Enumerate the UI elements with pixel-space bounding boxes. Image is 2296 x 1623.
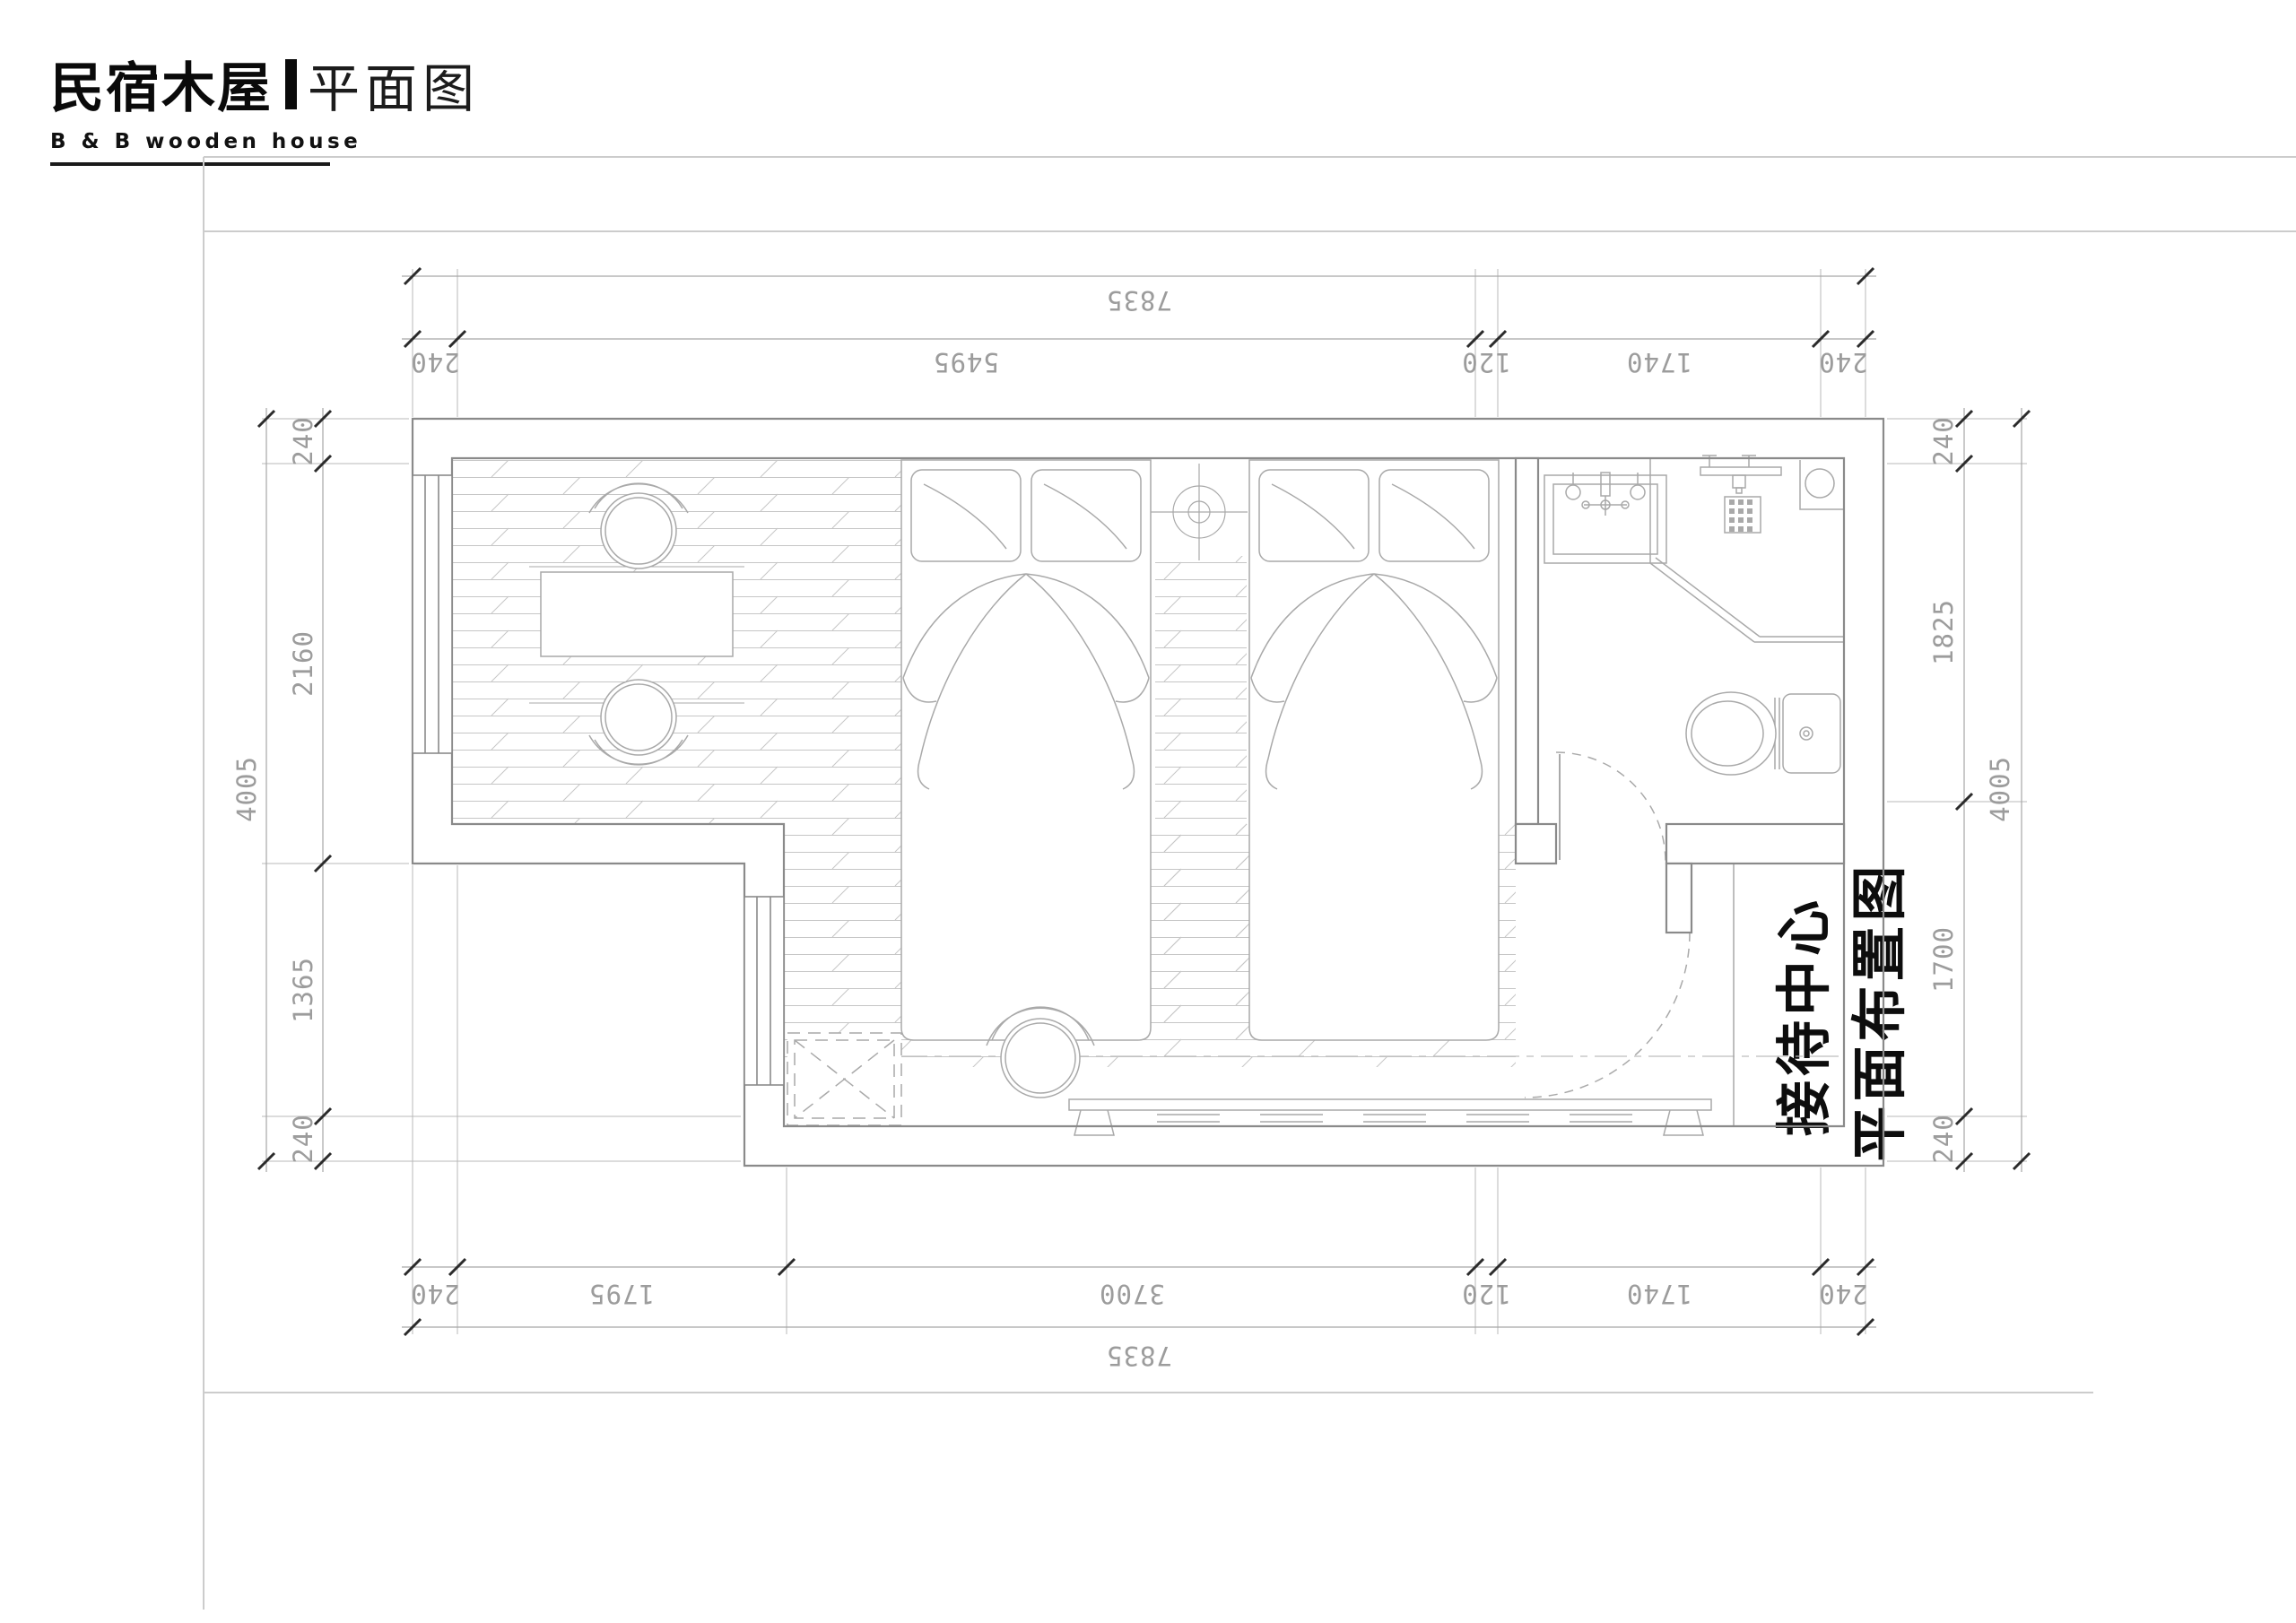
dim-left-240b: 240: [288, 1114, 318, 1163]
page-tagline: B & B wooden house: [50, 130, 362, 153]
reception-desk: [1068, 1098, 1712, 1136]
dim-right-240a: 240: [1928, 416, 1959, 465]
pillow-right: [1031, 469, 1142, 562]
dim-left-2160: 2160: [288, 630, 318, 697]
deck-chair-south: [588, 679, 689, 766]
bed: [900, 459, 1152, 1041]
dim-bottom-1795: 1795: [588, 1279, 655, 1309]
title-underline: [50, 162, 330, 166]
wall-outer-outline: [411, 417, 1885, 1167]
dim-bottom-240b: 240: [1818, 1279, 1867, 1309]
dim-top-overall: 7835: [1106, 285, 1172, 316]
bathroom-left-wall: [1514, 456, 1540, 826]
window-west-reception: [744, 896, 785, 1086]
dim-bottom-overall: 7835: [1106, 1341, 1172, 1371]
pillow-left: [910, 469, 1022, 562]
bathroom-door: [1555, 751, 1666, 863]
window-west-deck: [412, 474, 453, 754]
shower-fixture: [1700, 455, 1782, 494]
dim-bottom-1740: 1740: [1626, 1279, 1692, 1309]
shower-partition: [1649, 458, 1844, 643]
dim-bottom-120: 120: [1461, 1279, 1510, 1309]
toilet: [1685, 691, 1841, 776]
entry-wall-pier: [1665, 862, 1693, 934]
dim-top-240b: 240: [1818, 347, 1867, 378]
wall-inner-outline: [450, 456, 1846, 1128]
pillow-left-crease: [923, 483, 1007, 550]
dim-left-overall: 4005: [231, 756, 262, 822]
dim-right-1825: 1825: [1928, 599, 1959, 665]
dim-top-240a: 240: [410, 347, 459, 378]
page-subtitle: 平面图: [308, 57, 481, 119]
blanket: [902, 573, 1150, 790]
dim-right-240b: 240: [1928, 1114, 1959, 1163]
bathroom-doorjamb-left: [1514, 822, 1558, 865]
dim-top-120: 120: [1461, 347, 1510, 378]
dim-top-5495: 5495: [933, 347, 999, 378]
bathroom-south-wall: [1665, 822, 1846, 865]
dimension-lines: [265, 275, 2022, 1328]
title-block: 民宿木屋 平面图 B & B wooden house: [50, 45, 480, 166]
dim-bottom-240a: 240: [410, 1279, 459, 1309]
bed-2: [1248, 459, 1500, 1041]
deck-chair-north: [588, 482, 689, 569]
corner-shelf: [1799, 460, 1844, 510]
dimensions-layer: 7835 240 5495 120 1740 240 240 1795 3700…: [231, 266, 2031, 1371]
dim-top-1740: 1740: [1626, 347, 1692, 378]
dimension-ticks: [257, 266, 2031, 1337]
page-title: 民宿木屋: [50, 57, 273, 120]
reception-chair: [986, 1006, 1095, 1098]
dim-right-1700: 1700: [1928, 926, 1959, 993]
windows-layer: [412, 474, 785, 1086]
walls-layer: [411, 417, 1885, 1167]
bathroom-vanity: [1544, 472, 1667, 564]
reception-x-table: [787, 1032, 902, 1126]
title-divider-bar: [285, 58, 297, 109]
dim-left-240a: 240: [288, 416, 318, 465]
crosshair-symbol: [1151, 464, 1248, 560]
shower-drain: [1724, 496, 1761, 534]
dim-right-overall: 4005: [1985, 756, 2015, 822]
dim-left-1365: 1365: [288, 957, 318, 1023]
entry-door-swing: [1524, 932, 1691, 1098]
extension-lines: [262, 269, 2027, 1334]
pillow-right-crease: [1043, 483, 1127, 550]
dim-bottom-3700: 3700: [1099, 1279, 1165, 1309]
sheet-frame: [203, 156, 2296, 1610]
furniture-layer: [529, 455, 1844, 1136]
